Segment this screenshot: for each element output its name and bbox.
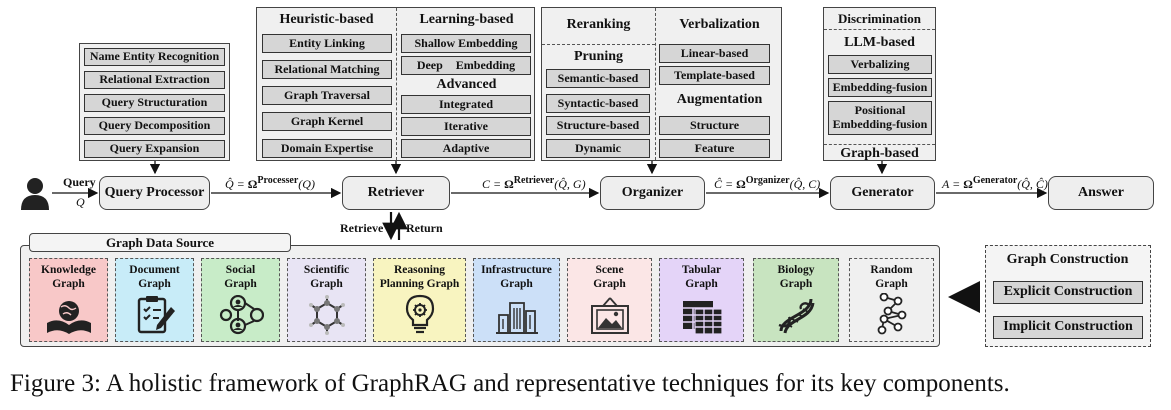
advanced-header: Advanced: [436, 77, 497, 92]
graph-card-scene: Scene Graph: [567, 258, 652, 342]
random-nodes-icon: [877, 293, 906, 335]
graph-card-knowledge-label: Knowledge Graph: [41, 264, 96, 290]
technique-query-structuration: Query Structuration: [84, 94, 225, 112]
graph-card-document: Document Graph: [115, 258, 194, 342]
augmentation-structure: Structure: [659, 116, 770, 135]
heuristic-domain-expertise: Domain Expertise: [262, 139, 392, 158]
advanced-iterative: Iterative: [401, 117, 531, 136]
processor-equation: Q̂ = ΩProcesser(Q): [225, 175, 315, 191]
picture-frame-icon: [590, 297, 629, 334]
organizer-node: Organizer: [600, 176, 705, 210]
graph-card-biology-label: Biology Graph: [777, 264, 815, 290]
augmentation-header: Augmentation: [676, 92, 763, 107]
pruning-syntactic: Syntactic-based: [546, 94, 650, 113]
organizer-divider-horizontal: [542, 44, 655, 45]
learning-deep-embedding: Deep Embedding: [401, 56, 531, 75]
graph-card-scientific: Scientific Graph: [287, 258, 366, 342]
answer-node: Answer: [1048, 176, 1154, 210]
heuristic-header: Heuristic-based: [279, 12, 374, 27]
graph-card-knowledge: Knowledge Graph: [29, 258, 108, 342]
graph-card-infrastructure-label: Infrastructure Graph: [481, 264, 552, 290]
graph-card-random: Random Graph: [849, 258, 934, 342]
advanced-integrated: Integrated: [401, 95, 531, 114]
heuristic-graph-kernel: Graph Kernel: [262, 112, 392, 131]
llm-verbalizing: Verbalizing: [828, 55, 932, 74]
query-processor-techniques-panel: Name Entity Recognition Relational Extra…: [79, 43, 230, 161]
query-processor-node: Query Processor: [99, 176, 210, 210]
graph-card-document-label: Document Graph: [129, 264, 180, 290]
people-network-icon: [219, 295, 264, 335]
organizer-equation: Ĉ = ΩOrganizer(Q̂, C): [714, 175, 821, 191]
query-label: Query: [63, 175, 96, 189]
dna-icon: [778, 298, 815, 334]
graph-card-reasoning-planning-label: Reasoning Planning Graph: [379, 264, 460, 290]
city-icon: [495, 302, 538, 334]
pruning-semantic: Semantic-based: [546, 69, 650, 88]
llm-positional-embedding-fusion: Positional Embedding-fusion: [828, 101, 932, 135]
verbalization-header: Verbalization: [679, 17, 760, 32]
lightbulb-gear-icon: [405, 294, 434, 334]
graph-card-reasoning-planning: Reasoning Planning Graph: [373, 258, 466, 342]
learning-header: Learning-based: [419, 12, 514, 27]
graph-card-random-label: Random Graph: [870, 264, 913, 290]
advanced-adaptive: Adaptive: [401, 139, 531, 158]
retriever-node: Retriever: [342, 176, 450, 210]
implicit-construction: Implicit Construction: [993, 316, 1143, 339]
graph-card-biology: Biology Graph: [753, 258, 839, 342]
pruning-dynamic: Dynamic: [546, 139, 650, 158]
graph-construction-title: Graph Construction: [1006, 252, 1129, 267]
generator-equation: A = ΩGenerator(Q̂, Ĉ): [942, 175, 1048, 191]
document-pen-icon: [137, 296, 175, 334]
llm-embedding-fusion: Embedding-fusion: [828, 78, 932, 97]
graph-card-tabular: Tabular Graph: [659, 258, 744, 342]
generator-divider-top: [824, 29, 935, 30]
pruning-structure: Structure-based: [546, 116, 650, 135]
technique-query-expansion: Query Expansion: [84, 140, 225, 158]
verbalization-linear: Linear-based: [659, 44, 770, 63]
retriever-techniques-panel: Heuristic-based Entity Linking Relationa…: [256, 7, 535, 161]
discrimination-header: Discrimination: [837, 11, 922, 26]
organizer-divider-vertical: [655, 8, 656, 160]
heuristic-entity-linking: Entity Linking: [262, 34, 392, 53]
augmentation-feature: Feature: [659, 139, 770, 158]
user-icon: [21, 178, 49, 210]
generator-techniques-panel: Discrimination LLM-based Verbalizing Emb…: [823, 7, 936, 161]
graph-card-scene-label: Scene Graph: [593, 264, 626, 290]
graph-card-tabular-label: Tabular Graph: [681, 264, 722, 290]
learning-shallow-embedding: Shallow Embedding: [401, 34, 531, 53]
technique-query-decomposition: Query Decomposition: [84, 117, 225, 135]
return-label: Return: [406, 221, 443, 235]
retrieve-label: Retrieve: [340, 221, 384, 235]
graph-card-scientific-label: Scientific Graph: [303, 264, 350, 290]
query-symbol: Q: [76, 195, 85, 209]
heuristic-graph-traversal: Graph Traversal: [262, 86, 392, 105]
molecule-icon: [308, 295, 345, 335]
verbalization-template: Template-based: [659, 66, 770, 85]
pruning-header: Pruning: [573, 49, 623, 64]
graph-based-header: Graph-based: [840, 146, 919, 161]
retriever-equation: C = ΩRetriever(Q̂, G): [482, 175, 586, 191]
explicit-construction: Explicit Construction: [993, 281, 1143, 304]
llm-based-header: LLM-based: [844, 35, 915, 50]
technique-ner: Name Entity Recognition: [84, 48, 225, 66]
generator-node: Generator: [830, 176, 935, 210]
retriever-divider: [396, 8, 397, 160]
generator-divider-bottom: [824, 144, 935, 145]
figure-caption: Figure 3: A holistic framework of GraphR…: [10, 370, 1010, 397]
technique-relational-extraction: Relational Extraction: [84, 71, 225, 89]
graph-construction-panel: Graph Construction Explicit Construction…: [985, 245, 1151, 347]
graph-card-infrastructure: Infrastructure Graph: [473, 258, 560, 342]
table-icon: [682, 301, 723, 335]
organizer-techniques-panel: Reranking Pruning Semantic-based Syntact…: [541, 7, 782, 161]
graph-card-social: Social Graph: [201, 258, 280, 342]
graph-card-social-label: Social Graph: [224, 264, 257, 290]
reranking-header: Reranking: [566, 17, 631, 32]
book-globe-icon: [46, 301, 91, 334]
heuristic-relational-matching: Relational Matching: [262, 60, 392, 79]
graph-data-source-title: Graph Data Source: [29, 233, 291, 252]
